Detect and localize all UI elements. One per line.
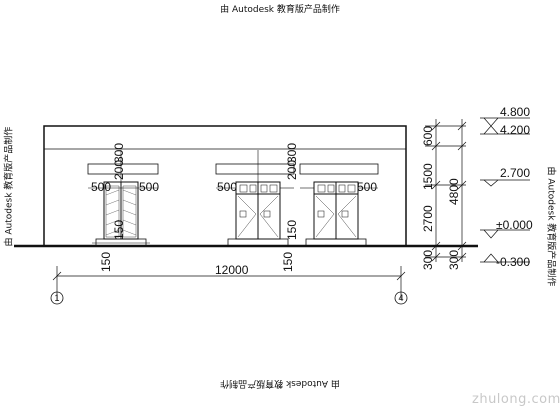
elevation-markers bbox=[480, 117, 530, 263]
axis-bubble-1 bbox=[50, 291, 64, 305]
ground-h150-right: 150 bbox=[281, 252, 295, 272]
axis-bubble-4 bbox=[394, 291, 408, 305]
watermark-top: 由 Autodesk 教育版产品制作 bbox=[220, 5, 340, 15]
door-dimension-lines bbox=[88, 150, 378, 189]
span-total-label: 12000 bbox=[215, 263, 249, 277]
axis-label-4: 4 bbox=[398, 293, 403, 303]
seg-300-left: 300 bbox=[421, 250, 435, 270]
seg-4800-label: 4800 bbox=[447, 178, 461, 205]
door-left bbox=[87, 163, 159, 247]
elev-mid-label: 2.700 bbox=[500, 166, 530, 180]
seg-1500-label: 1500 bbox=[421, 163, 435, 190]
seg-2700-label: 2700 bbox=[421, 205, 435, 232]
door1-h300: 300 bbox=[112, 143, 126, 163]
door1-h200: 200 bbox=[112, 160, 126, 180]
door1-w500-left: 500 bbox=[91, 180, 111, 194]
door2-h150: 150 bbox=[285, 220, 299, 240]
door1-h150: 150 bbox=[112, 220, 126, 240]
elev-eave-label: 4.200 bbox=[500, 123, 530, 137]
door1-w500-right: 500 bbox=[139, 180, 159, 194]
elev-ground-label: -0.300 bbox=[496, 255, 530, 269]
seg-600-label: 600 bbox=[421, 126, 435, 146]
vertical-dimension-chain bbox=[425, 119, 467, 262]
elev-top-label: 4.800 bbox=[500, 105, 530, 119]
door2-h300: 300 bbox=[285, 143, 299, 163]
elev-zero-label: ±0.000 bbox=[496, 218, 533, 232]
overall-dimension bbox=[52, 266, 406, 300]
brand-watermark: zhulong.com bbox=[472, 392, 560, 407]
door3-w500-right: 500 bbox=[357, 180, 377, 194]
door2-h200: 200 bbox=[285, 160, 299, 180]
axis-label-1: 1 bbox=[54, 293, 59, 303]
door-middle bbox=[215, 163, 295, 247]
door-right bbox=[299, 163, 379, 247]
ground-h150-left: 150 bbox=[99, 252, 113, 272]
building-outline bbox=[43, 125, 407, 247]
door2-w500-left: 500 bbox=[217, 180, 237, 194]
seg-300-right: 300 bbox=[447, 250, 461, 270]
